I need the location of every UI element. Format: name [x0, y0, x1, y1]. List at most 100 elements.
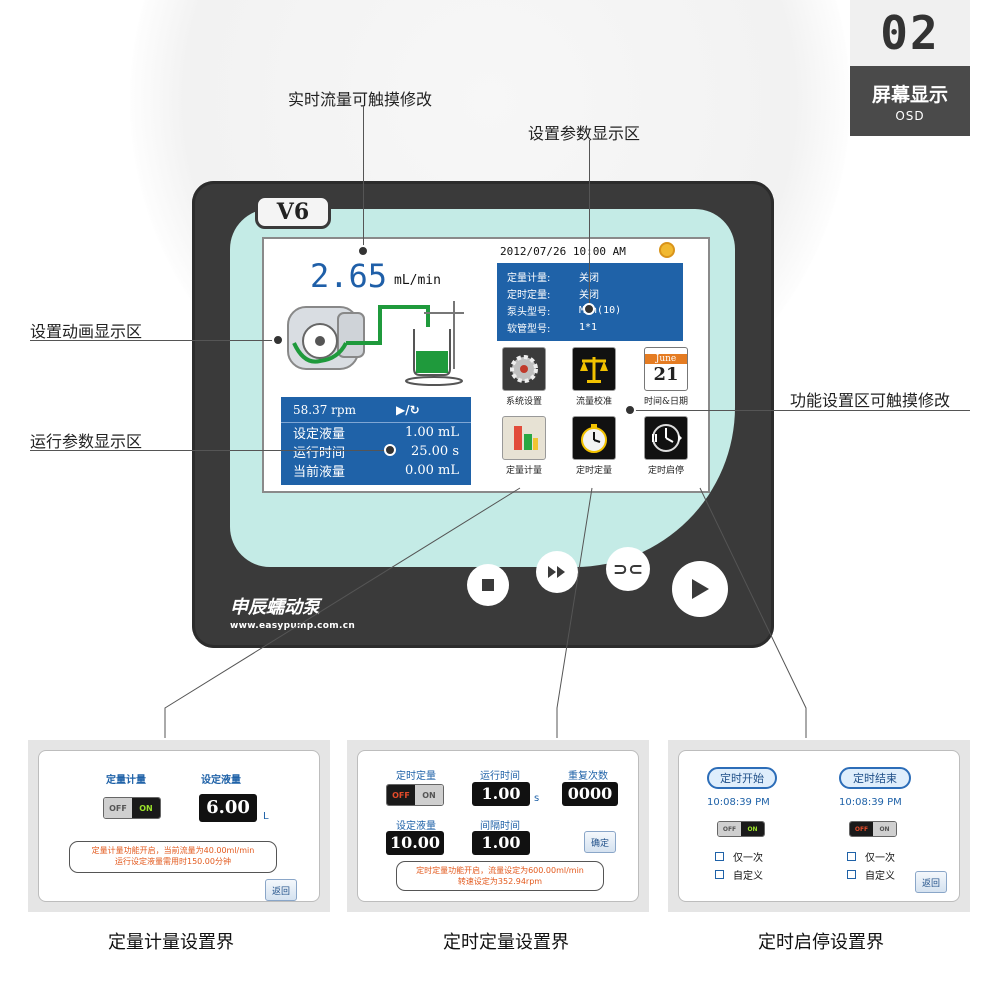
- play-button[interactable]: [672, 561, 728, 617]
- checkbox-label: 自定义: [865, 871, 895, 882]
- dosing-label: 定量计量: [106, 775, 146, 786]
- volume-input[interactable]: 10.00: [386, 831, 444, 855]
- timer-end-button[interactable]: 定时结束: [839, 767, 911, 789]
- back-button[interactable]: 返回: [915, 871, 947, 893]
- func-label: 定时启停: [647, 466, 684, 476]
- callout-function-area: 功能设置区可触摸修改: [790, 391, 951, 410]
- callout-settings-display: 设置参数显示区: [528, 124, 641, 143]
- alarm-clock-icon[interactable]: [659, 242, 675, 258]
- timed-label: 定时定量: [396, 771, 436, 782]
- fast-forward-button[interactable]: [536, 551, 578, 593]
- run-row-current-volume: 当前液量 0.00 mL: [281, 461, 471, 480]
- flow-value[interactable]: 2.65: [310, 257, 388, 295]
- end-once-checkbox[interactable]: 仅一次: [847, 849, 895, 864]
- checkbox-label: 仅一次: [865, 853, 895, 864]
- section-badge: 02 屏幕显示 OSD: [850, 0, 970, 136]
- timed-toggle[interactable]: OFF ON: [386, 784, 444, 806]
- direction-button[interactable]: ⊃⊂: [606, 547, 650, 591]
- confirm-button[interactable]: 确定: [584, 831, 616, 853]
- toggle-off: OFF: [387, 785, 415, 805]
- func-label: 定时定量: [575, 466, 612, 476]
- callout-dot: [357, 245, 369, 257]
- func-date-time[interactable]: June 21 时间&日期: [638, 347, 694, 407]
- run-value: 1.00 mL: [404, 425, 459, 440]
- start-toggle[interactable]: OFF ON: [717, 821, 765, 837]
- pump-animation: [287, 301, 464, 386]
- func-timed-dosing[interactable]: 定时定量: [566, 416, 622, 476]
- gear-icon: [502, 347, 546, 391]
- param-key: 软管型号:: [507, 324, 551, 335]
- toggle-on: ON: [132, 798, 160, 818]
- pump-device: V6 2012/07/26 10:00 AM 2.65 mL/min 定量计量:…: [192, 181, 774, 648]
- callout-line: [363, 105, 364, 251]
- func-flow-calibration[interactable]: 流量校准: [566, 347, 622, 407]
- beaker-liquid: [416, 351, 448, 373]
- param-row-tube: 软管型号: 1*1: [507, 319, 673, 336]
- run-param-panel: 58.37 rpm ▶/↻ 设定液量 1.00 mL 运行时间 25.00 s …: [281, 397, 471, 485]
- param-key: 定时定量:: [507, 290, 551, 301]
- pump-tube-path: [292, 342, 348, 364]
- clock-icon: [644, 416, 688, 460]
- timer-start-button[interactable]: 定时开始: [707, 767, 777, 789]
- panel-screen: 定量计量 设定液量 OFF ON 6.00 L 定量计量功能开启，当前流量为40…: [38, 750, 320, 902]
- brand-logo: 申辰蠕动泵: [230, 597, 320, 618]
- badge-number: 02: [850, 0, 970, 66]
- checkbox-box: [847, 870, 856, 879]
- interval-input[interactable]: 1.00: [472, 831, 530, 855]
- touch-screen: 2012/07/26 10:00 AM 2.65 mL/min 定量计量: 关闭…: [262, 237, 710, 493]
- timed-status-note: 定时定量功能开启，流量设定为600.00ml/min 转速设定为352.94rp…: [396, 861, 604, 891]
- dosing-toggle[interactable]: OFF ON: [103, 797, 161, 819]
- run-row-runtime: 运行时间 25.00 s: [281, 442, 471, 461]
- stand-base: [405, 376, 463, 386]
- param-value: 1*1: [579, 322, 598, 333]
- checkbox-box: [847, 852, 856, 861]
- repeat-label: 重复次数: [568, 771, 608, 782]
- fast-forward-icon: [548, 566, 565, 578]
- note-line: 定时定量功能开启，流量设定为600.00ml/min: [416, 866, 584, 875]
- toggle-off: OFF: [104, 798, 132, 818]
- func-system-settings[interactable]: 系统设置: [496, 347, 552, 407]
- stopwatch-icon: [572, 416, 616, 460]
- repeat-input[interactable]: 0000: [562, 782, 618, 806]
- back-button[interactable]: 返回: [265, 879, 297, 901]
- callout-line: [30, 450, 390, 451]
- badge-label: 屏幕显示 OSD: [850, 66, 970, 136]
- stop-button[interactable]: [467, 564, 509, 606]
- model-label: V6: [255, 195, 331, 229]
- dosing-settings-panel: 定量计量 设定液量 OFF ON 6.00 L 定量计量功能开启，当前流量为40…: [28, 740, 330, 912]
- checkbox-box: [715, 852, 724, 861]
- start-custom-checkbox[interactable]: 自定义: [715, 867, 763, 882]
- caption-timer: 定时启停设置界: [758, 932, 884, 953]
- volume-input[interactable]: 6.00: [199, 794, 257, 822]
- run-row-set-volume: 设定液量 1.00 mL: [281, 423, 471, 442]
- panel-screen: 定时定量 运行时间 重复次数 OFF ON 1.00 s 0000 设定液量 间…: [357, 750, 639, 902]
- run-key: 设定液量: [293, 427, 346, 442]
- volume-label: 设定液量: [201, 775, 241, 786]
- screen-datetime: 2012/07/26 10:00 AM: [500, 245, 626, 258]
- run-state-icon: ▶/↻: [395, 402, 420, 417]
- run-value: 25.00 s: [410, 444, 459, 459]
- note-line: 运行设定液量需用时150.00分钟: [115, 857, 231, 866]
- callout-line: [30, 340, 280, 341]
- callout-line: [589, 140, 590, 308]
- timer-settings-panel: 定时开始 定时结束 10:08:39 PM 10:08:39 PM OFF ON…: [668, 740, 970, 912]
- runtime-input[interactable]: 1.00: [472, 782, 530, 806]
- func-label: 流量校准: [575, 397, 612, 407]
- calendar-month: June: [645, 353, 687, 364]
- callout-dot: [624, 404, 636, 416]
- func-dosing[interactable]: 定量计量: [496, 416, 552, 476]
- toggle-on: ON: [873, 822, 896, 836]
- toggle-off: OFF: [850, 822, 873, 836]
- calendar-icon: June 21: [644, 347, 688, 391]
- brand-url: www.easypump.com.cn: [230, 621, 356, 631]
- brand: 申辰蠕动泵 www.easypump.com.cn: [230, 593, 355, 631]
- timed-dosing-settings-panel: 定时定量 运行时间 重复次数 OFF ON 1.00 s 0000 设定液量 间…: [347, 740, 649, 912]
- end-custom-checkbox[interactable]: 自定义: [847, 867, 895, 882]
- start-once-checkbox[interactable]: 仅一次: [715, 849, 763, 864]
- end-toggle[interactable]: OFF ON: [849, 821, 897, 837]
- func-label: 系统设置: [505, 397, 542, 407]
- callout-run-params: 运行参数显示区: [30, 432, 143, 451]
- calendar-day: 21: [653, 363, 679, 385]
- func-timer-start-stop[interactable]: 定时启停: [638, 416, 694, 476]
- scale-icon: [572, 347, 616, 391]
